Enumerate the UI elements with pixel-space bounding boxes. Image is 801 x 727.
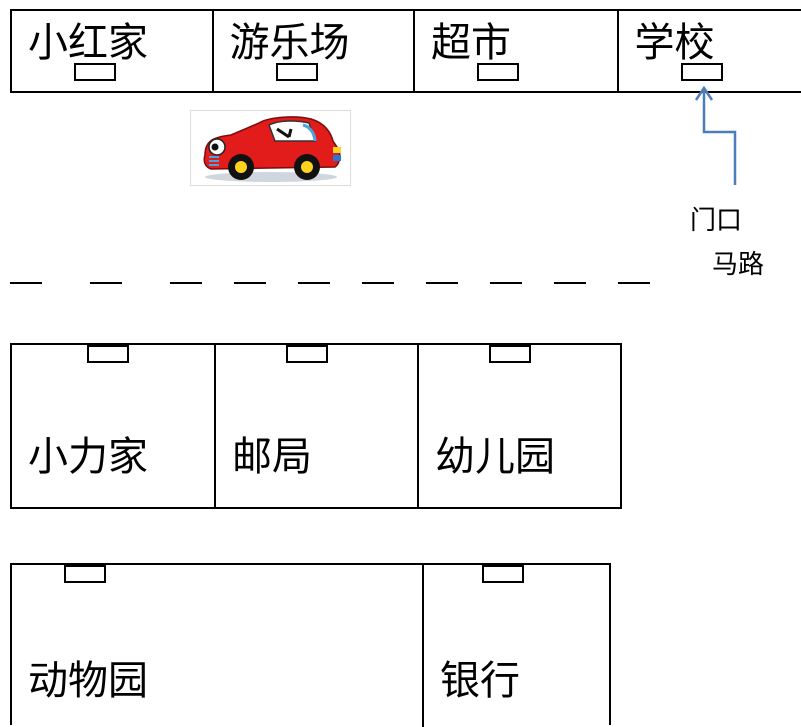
building-playground: 游乐场 <box>214 11 416 91</box>
building-school: 学校 <box>619 11 801 91</box>
door-box <box>87 345 129 363</box>
door-box <box>477 63 519 81</box>
building-label: 银行 <box>440 661 520 701</box>
building-zoo: 动物园 <box>12 565 424 727</box>
door-box <box>286 345 328 363</box>
door-annotation: 门口 <box>690 208 742 234</box>
building-label: 小力家 <box>28 437 148 477</box>
door-box <box>482 565 524 583</box>
building-xiaoli-home: 小力家 <box>12 345 216 507</box>
car-icon <box>190 110 351 186</box>
building-label: 学校 <box>635 23 715 63</box>
door-box <box>681 63 723 81</box>
door-box <box>276 63 318 81</box>
building-label: 邮局 <box>232 437 312 477</box>
building-supermarket: 超市 <box>415 11 619 91</box>
door-box <box>489 345 531 363</box>
road-annotation: 马路 <box>712 252 764 278</box>
door-box <box>64 565 106 583</box>
building-label: 超市 <box>431 23 511 63</box>
door-box <box>74 63 116 81</box>
building-bank: 银行 <box>424 565 609 727</box>
arrow-icon <box>696 88 735 185</box>
building-kindergarten: 幼儿园 <box>419 345 620 507</box>
building-post-office: 邮局 <box>216 345 419 507</box>
bottom-building-row: 动物园 银行 <box>10 563 611 725</box>
middle-building-row: 小力家 邮局 幼儿园 <box>10 343 622 509</box>
building-label: 幼儿园 <box>435 437 555 477</box>
building-label: 动物园 <box>28 661 148 701</box>
building-label: 游乐场 <box>230 23 350 63</box>
building-label: 小红家 <box>28 23 148 63</box>
building-xiaohong-home: 小红家 <box>12 11 214 91</box>
top-building-row: 小红家 游乐场 超市 学校 <box>10 9 801 93</box>
